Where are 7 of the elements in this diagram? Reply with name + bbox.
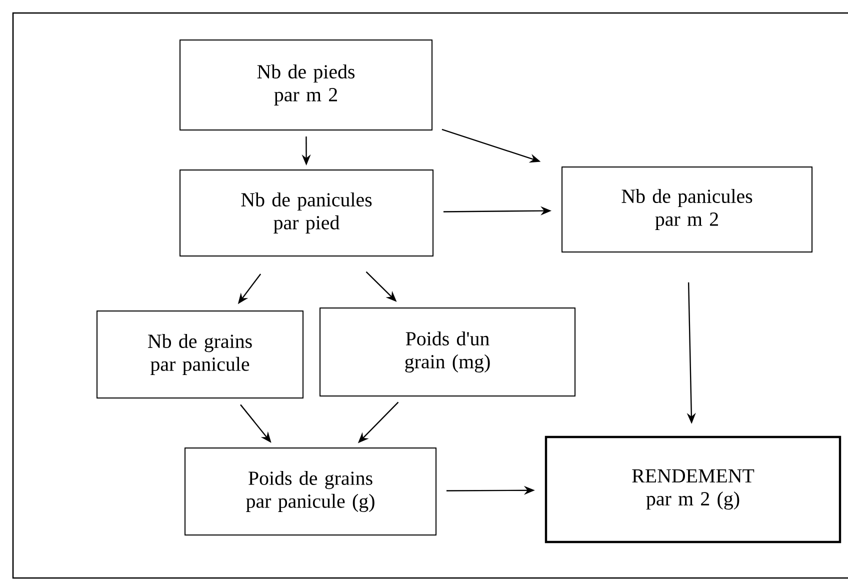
- process-box: Poids de grains par panicule (g): [184, 447, 436, 536]
- process-box: Nb de panicules par m 2: [562, 166, 812, 252]
- result-box: RENDEMENT par m 2 (g): [544, 436, 842, 544]
- process-box: Nb de panicules par pied: [180, 169, 434, 256]
- process-box: Nb de grains par panicule: [96, 310, 304, 398]
- process-box: Nb de pieds par m 2: [180, 40, 432, 130]
- process-box: Poids d'un grain (mg): [320, 307, 576, 396]
